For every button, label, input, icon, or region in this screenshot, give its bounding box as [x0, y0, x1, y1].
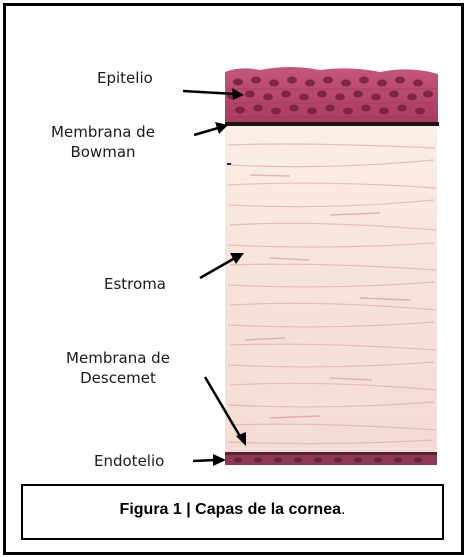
- label-bowman-line1: Membrana de: [28, 122, 178, 142]
- arrow-epitelio: [183, 88, 244, 100]
- epithelium-layer: [225, 67, 438, 123]
- caption-box: Figura 1 | Capas de la cornea.: [21, 484, 444, 540]
- caption-text: Figura 1 | Capas de la cornea: [120, 501, 341, 518]
- label-descemet-line2: Descemet: [48, 368, 188, 388]
- descemet-membrane: [225, 452, 437, 455]
- label-epitelio: Epitelio: [97, 69, 153, 87]
- figure-caption: Figura 1 | Capas de la cornea.: [23, 501, 442, 519]
- label-descemet-line1: Membrana de: [48, 348, 188, 368]
- label-bowman-line2: Bowman: [28, 142, 178, 162]
- label-descemet: Membrana de Descemet: [48, 348, 188, 388]
- arrow-endotelio: [193, 454, 226, 466]
- caption-period: .: [341, 501, 345, 518]
- bowman-membrane: [225, 122, 439, 126]
- label-estroma: Estroma: [104, 275, 166, 293]
- label-endotelio: Endotelio: [94, 452, 164, 470]
- label-bowman: Membrana de Bowman: [28, 122, 178, 162]
- arrow-bowman: [194, 122, 228, 135]
